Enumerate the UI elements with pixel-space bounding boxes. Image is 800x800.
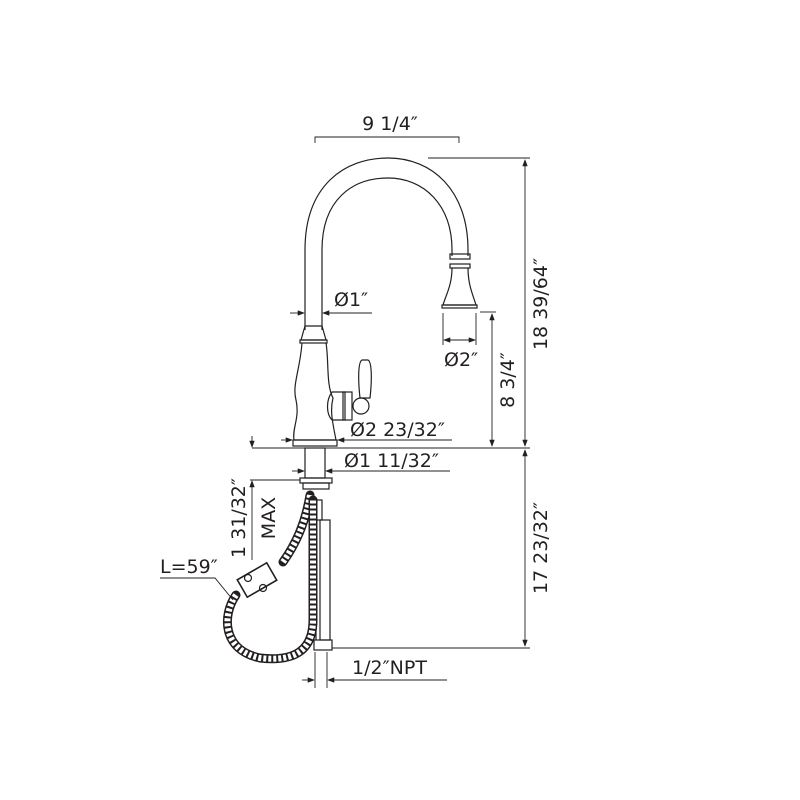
handle xyxy=(326,359,372,421)
dimension-shank-diameter: Ø1 11/32″ xyxy=(292,450,450,474)
hose-weight xyxy=(236,561,278,599)
sprayhead xyxy=(441,253,478,309)
dimension-sprayhead-diameter: Ø2″ xyxy=(442,313,478,371)
reach-label: 9 1/4″ xyxy=(362,113,418,135)
dimension-reach: 9 1/4″ xyxy=(314,113,460,143)
base-diameter-label: Ø2 23/32″ xyxy=(350,419,445,441)
dimension-spout-diameter: Ø1″ xyxy=(290,289,372,316)
dimension-spout-clearance: 8 3/4″ xyxy=(480,311,519,447)
below-deck-height-label: 17 23/32″ xyxy=(530,502,552,594)
shank xyxy=(299,447,333,490)
spout xyxy=(304,157,469,330)
shank-diameter-label: Ø1 11/32″ xyxy=(344,450,439,472)
pull-down-hose xyxy=(222,490,318,664)
connection-label: 1/2″NPT xyxy=(352,657,427,679)
dimension-below-deck-height: 17 23/32″ xyxy=(332,449,552,649)
dimension-hose-length: L=59″ xyxy=(160,556,234,601)
deck-thickness-max-label: MAX xyxy=(258,497,280,539)
sprayhead-diameter-label: Ø2″ xyxy=(444,349,478,371)
dimension-connection: 1/2″NPT xyxy=(302,652,447,688)
dimension-overall-height: 18 39/64″ xyxy=(428,157,552,447)
overall-height-label: 18 39/64″ xyxy=(530,258,552,350)
deck-thickness-label: 1 31/32″ xyxy=(228,478,250,558)
dimension-base-diameter: Ø2 23/32″ xyxy=(281,419,452,443)
dimension-deck-thickness: 1 31/32″ MAX xyxy=(228,436,300,560)
faucet-body xyxy=(292,325,338,447)
spout-clearance-label: 8 3/4″ xyxy=(497,352,519,408)
spout-diameter-label: Ø1″ xyxy=(334,289,368,311)
hose-length-label: L=59″ xyxy=(160,556,218,578)
